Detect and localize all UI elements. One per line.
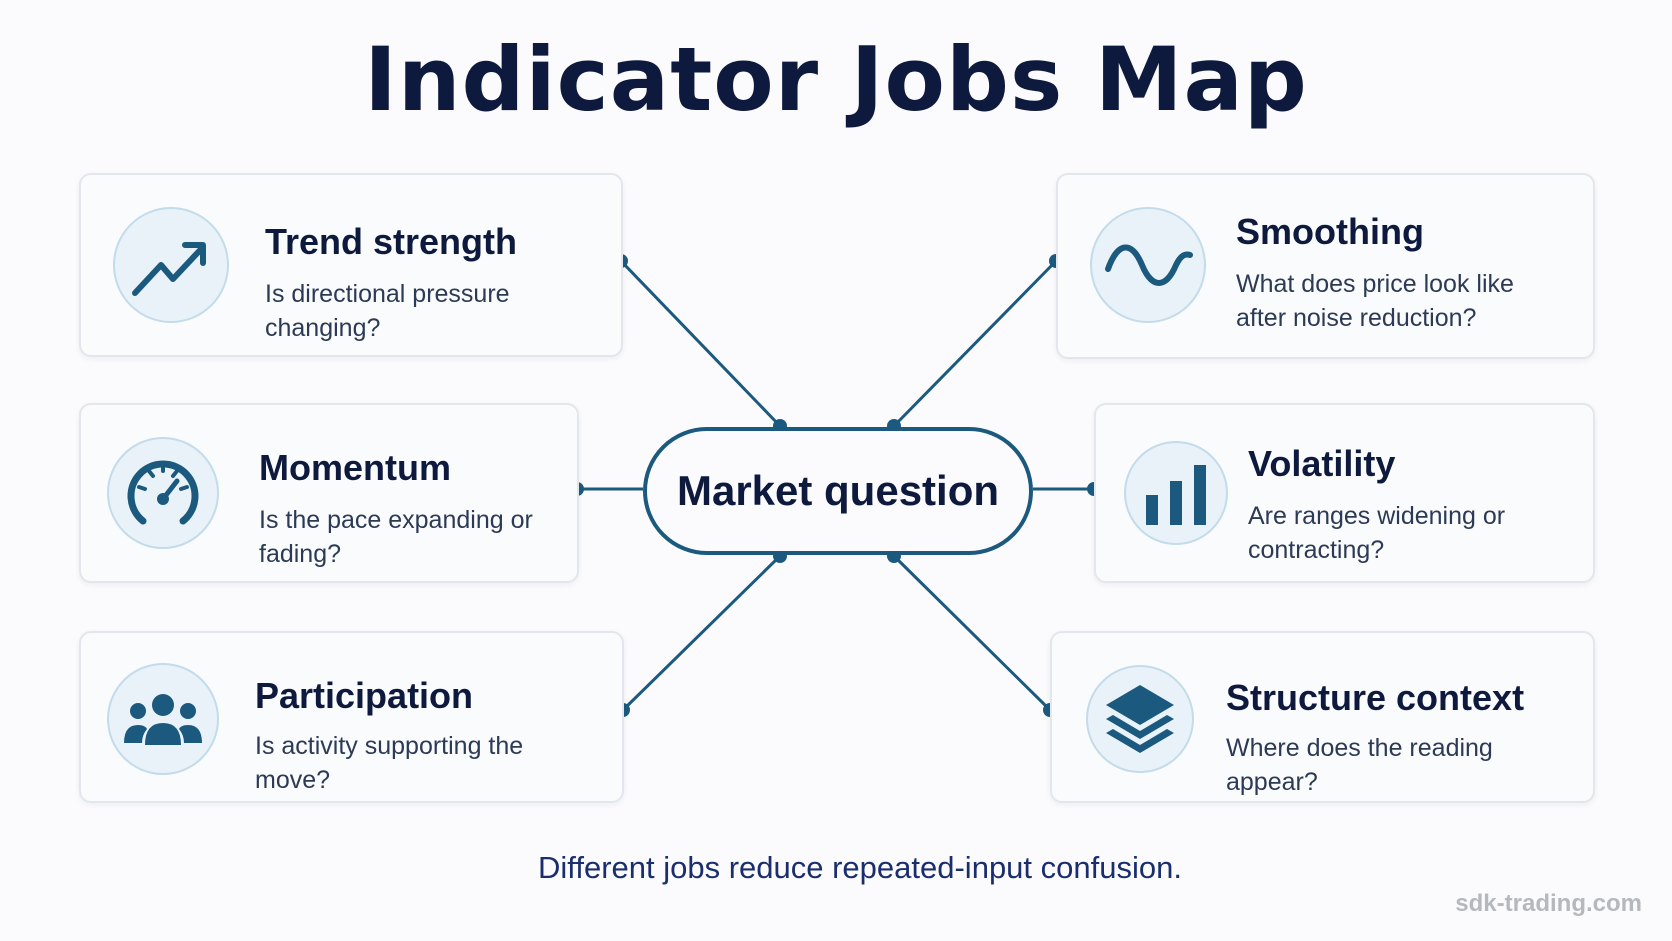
connector-trend-strength — [619, 259, 782, 428]
job-title: Structure context — [1226, 677, 1525, 718]
page-title: Indicator Jobs Map — [364, 28, 1308, 131]
job-title: Volatility — [1248, 443, 1396, 484]
bar-chart-icon — [1124, 441, 1228, 545]
center-node: Market question — [643, 427, 1033, 555]
job-description: Is activity supporting the move? — [255, 732, 524, 794]
job-description: Where does the reading appear? — [1226, 734, 1493, 796]
job-card-structure-context: Structure context Where does the reading… — [1050, 631, 1595, 803]
layers-icon — [1086, 665, 1194, 773]
footer-caption: Different jobs reduce repeated-input con… — [538, 850, 1182, 885]
job-card-smoothing: Smoothing What does price look like afte… — [1056, 173, 1595, 359]
job-card-trend-strength: Trend strength Is directional pressure c… — [79, 173, 623, 357]
trend-arrow-icon — [113, 207, 229, 323]
job-title: Smoothing — [1236, 211, 1424, 252]
job-description: Is directional pressure changing? — [265, 280, 510, 342]
people-icon — [107, 663, 219, 775]
job-description: Is the pace expanding or fading? — [259, 506, 533, 568]
center-label: Market question — [676, 467, 1000, 514]
job-card-momentum: Momentum Is the pace expanding or fading… — [79, 403, 579, 583]
job-card-volatility: Volatility Are ranges widening or contra… — [1094, 403, 1595, 583]
connector-participation — [621, 554, 782, 712]
connector-smoothing — [892, 259, 1058, 428]
job-title: Trend strength — [265, 221, 518, 262]
job-title: Momentum — [259, 447, 451, 488]
job-description: Are ranges widening or contracting? — [1248, 502, 1506, 564]
connector-structure-context — [892, 554, 1052, 712]
watermark: sdk-trading.com — [1455, 890, 1642, 917]
gauge-icon — [107, 437, 219, 549]
job-description: What does price look like after noise re… — [1236, 270, 1514, 332]
job-title: Participation — [255, 675, 474, 716]
job-card-participation: Participation Is activity supporting the… — [79, 631, 624, 803]
wave-icon — [1090, 207, 1206, 323]
